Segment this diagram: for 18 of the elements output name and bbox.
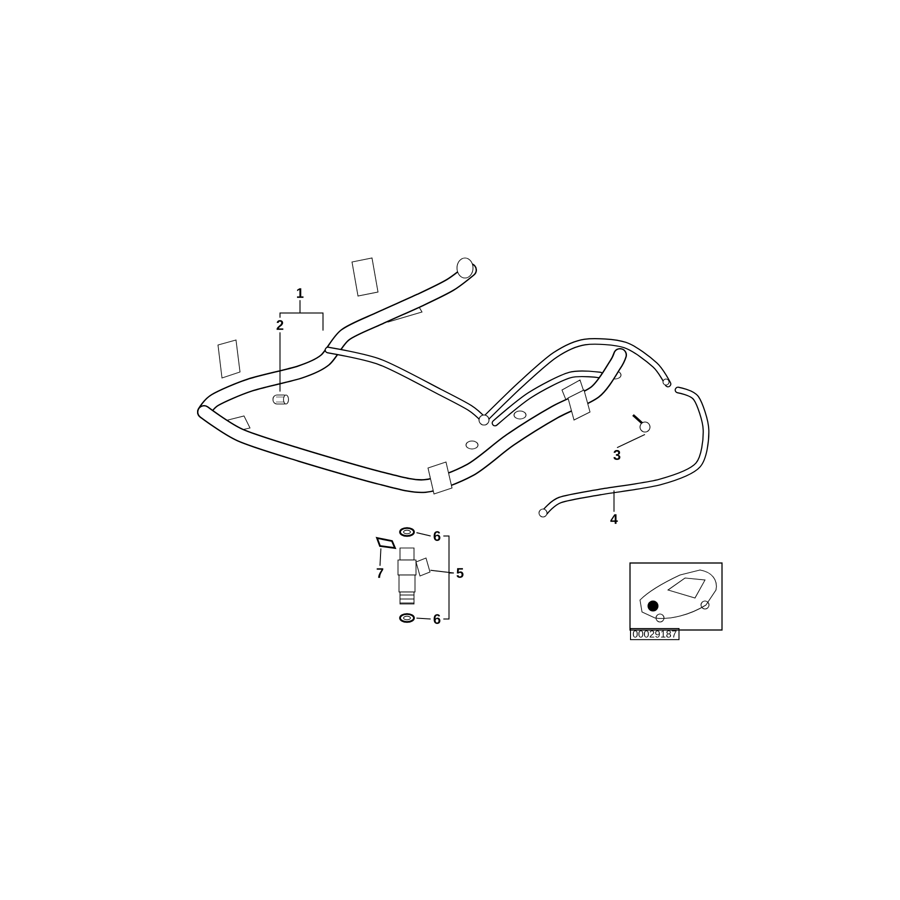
callout-number: 6	[434, 614, 440, 624]
leader-line	[430, 570, 454, 574]
leader-line	[280, 300, 300, 318]
callout-number: 4	[610, 514, 618, 524]
seal-ring-drawing	[399, 613, 415, 623]
leader-line	[416, 618, 432, 620]
drawing-number: 00029187	[630, 628, 680, 640]
injector-drawing	[398, 548, 430, 604]
callout-number: 7	[376, 568, 384, 578]
callout-number: 5	[456, 568, 464, 578]
bolt-drawing	[632, 414, 650, 432]
callout-number: 6	[434, 531, 440, 541]
leader-line	[380, 548, 382, 566]
leader-line	[442, 572, 454, 620]
leader-line	[616, 434, 646, 448]
leader-line	[416, 532, 432, 536]
callout-number: 3	[613, 450, 620, 460]
seal-ring-drawing	[399, 527, 415, 537]
